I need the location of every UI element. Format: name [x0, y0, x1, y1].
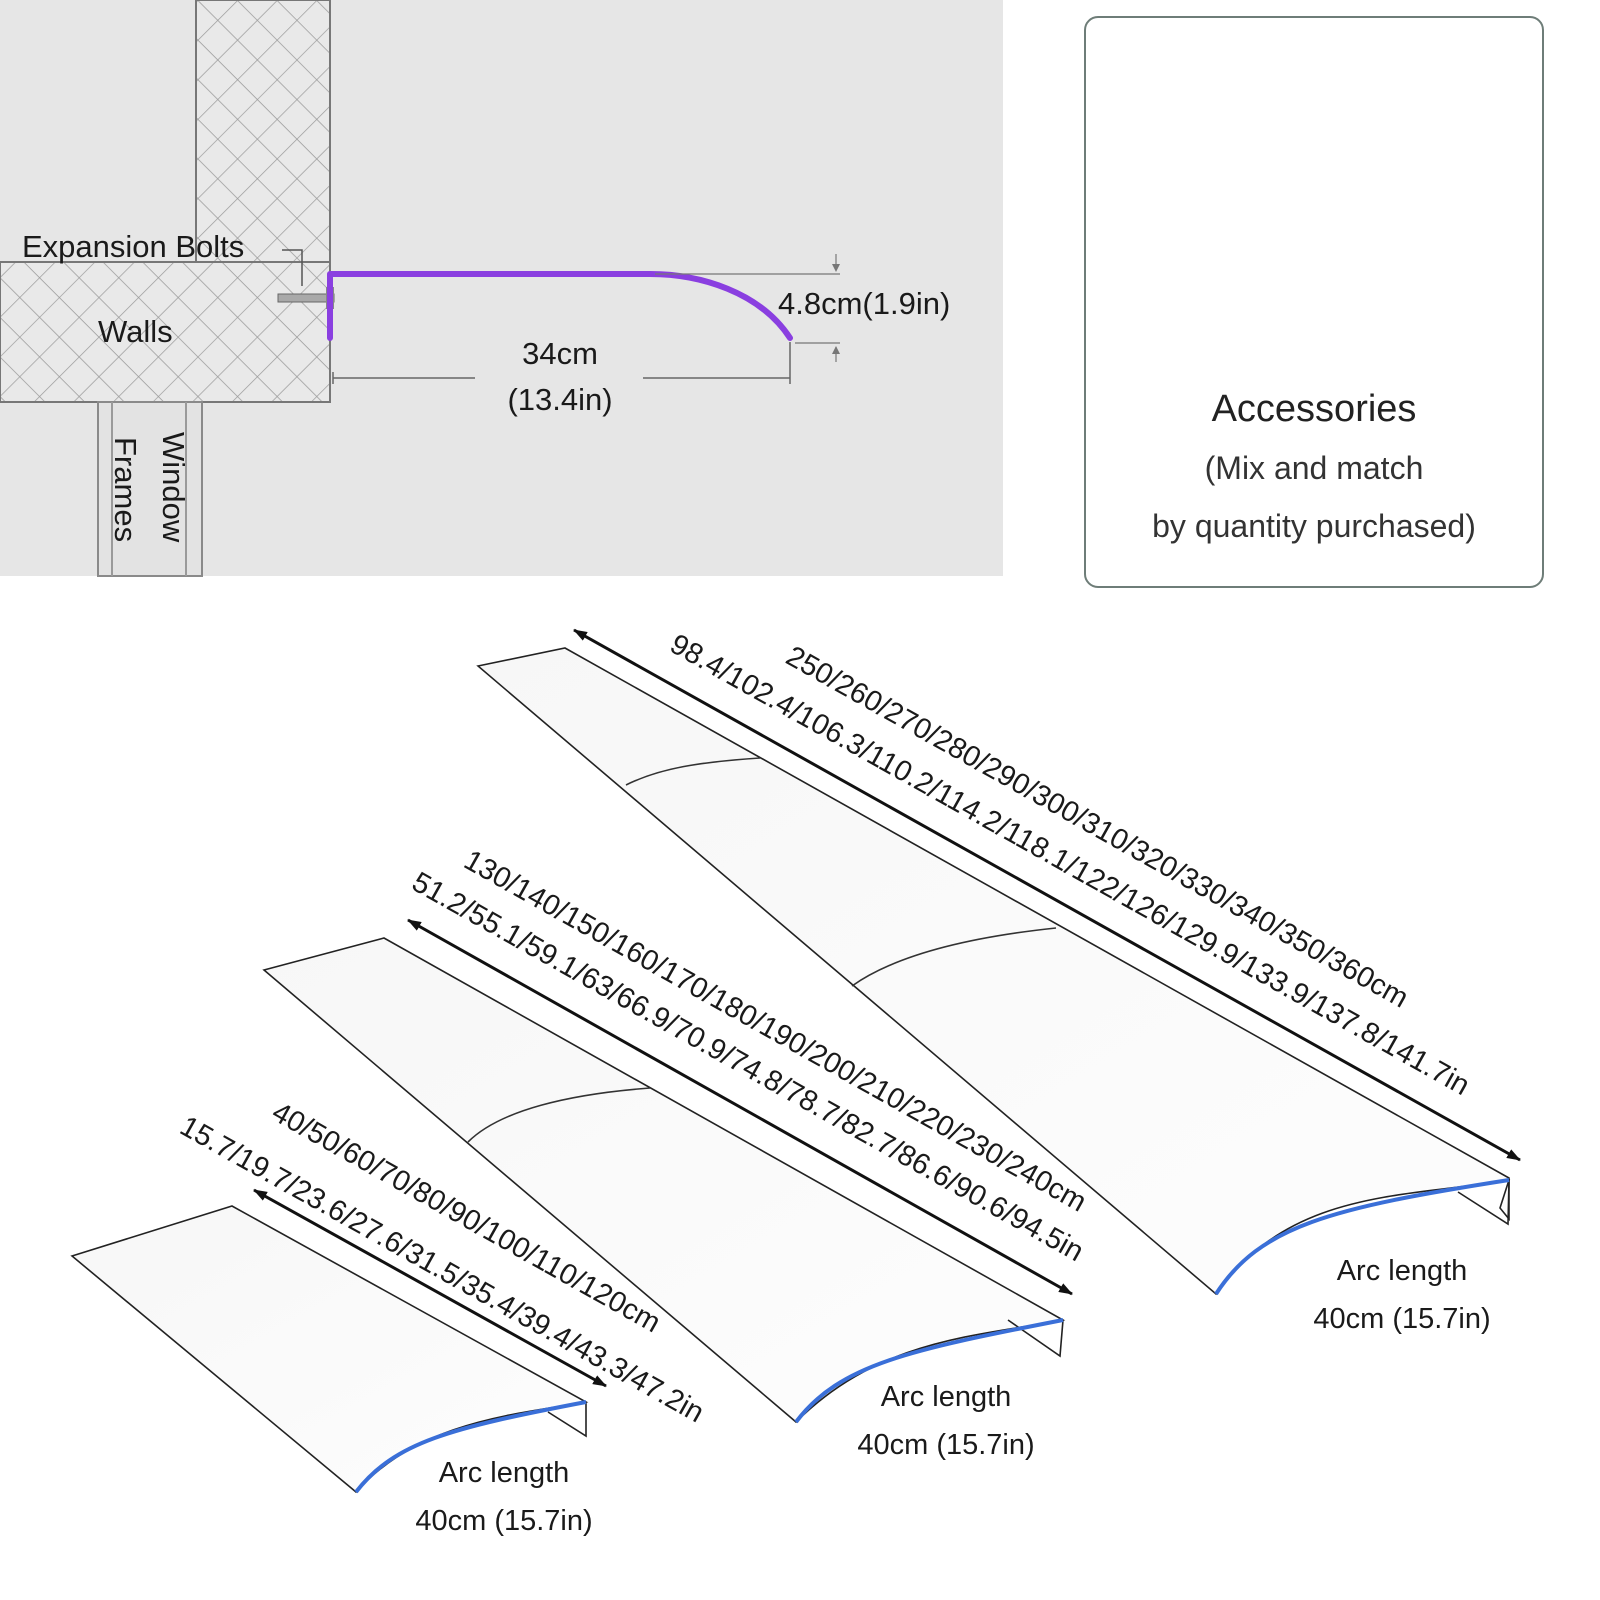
- small-arc-value: 40cm (15.7in): [415, 1505, 592, 1537]
- accessories-subtitle-line2: by quantity purchased): [1152, 508, 1476, 544]
- label-drop: 4.8cm(1.9in): [778, 286, 950, 321]
- panel-small-arc: [354, 1400, 587, 1494]
- panel-large-arc: [1214, 1178, 1510, 1296]
- depth-dimension: [332, 342, 791, 384]
- wall-upper: [195, 0, 331, 263]
- accessories-subtitle-line1: (Mix and match: [1204, 450, 1424, 486]
- large-arc-value: 40cm (15.7in): [1313, 1303, 1490, 1335]
- large-length-arrow: [573, 628, 1521, 1162]
- small-arc-label: Arc length: [439, 1457, 570, 1489]
- panel-large-flange: [1457, 1179, 1510, 1226]
- bolt-leader-line: [282, 249, 303, 286]
- label-expansion-bolts: Expansion Bolts: [22, 229, 244, 264]
- large-arc-label: Arc length: [1337, 1255, 1468, 1287]
- label-depth-cm: 34cm: [522, 336, 598, 371]
- small-length-arrow: [253, 1188, 607, 1388]
- panel-medium-flange: [1007, 1319, 1064, 1358]
- medium-arc-value: 40cm (15.7in): [857, 1429, 1034, 1461]
- label-window: Window: [156, 432, 191, 543]
- drop-dimension: [655, 254, 840, 362]
- label-frames: Frames: [108, 437, 143, 542]
- panel-small-flange: [547, 1402, 587, 1438]
- panel-medium-arc: [794, 1318, 1064, 1424]
- accessories-title: Accessories: [1211, 388, 1417, 430]
- medium-length-arrow: [407, 918, 1073, 1296]
- window-frame: [97, 401, 203, 577]
- accessories-card: Accessories (Mix and match by quantity p…: [1084, 16, 1544, 588]
- medium-arc-label: Arc length: [881, 1381, 1012, 1413]
- label-depth-in: (13.4in): [507, 382, 612, 417]
- label-walls: Walls: [98, 314, 173, 349]
- section-view: Expansion Bolts Walls Window Frames 34cm…: [0, 0, 1003, 577]
- awning-profile: [327, 271, 793, 341]
